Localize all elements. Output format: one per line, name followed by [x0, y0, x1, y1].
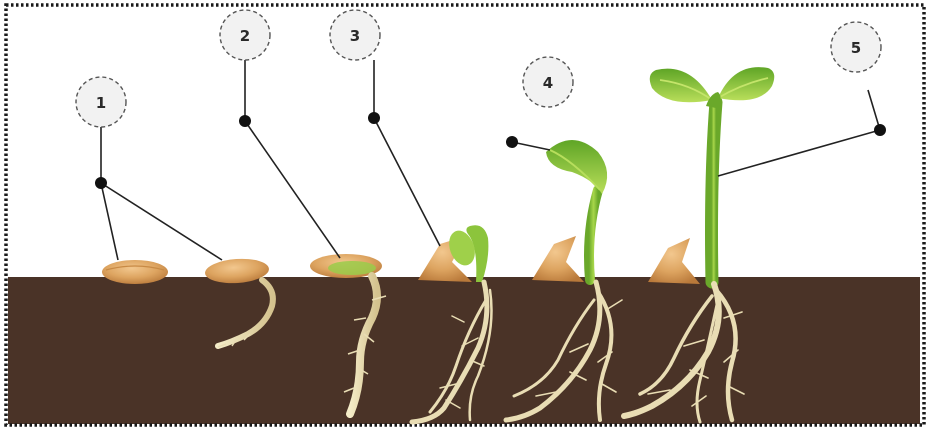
leader-dot: [239, 115, 251, 127]
leader-1a: [101, 127, 118, 260]
leader-2: [245, 60, 340, 258]
label-number: 1: [96, 94, 106, 112]
label-4: 4: [523, 57, 573, 107]
label-2: 2: [220, 10, 270, 60]
seed: [102, 260, 168, 284]
label-5: 5: [831, 22, 881, 72]
leader-1b: [101, 183, 222, 260]
leader-dot: [506, 136, 518, 148]
leader-dot: [95, 177, 107, 189]
soil: [8, 277, 920, 424]
label-3: 3: [330, 10, 380, 60]
stem: [589, 190, 598, 280]
leader-dot: [368, 112, 380, 124]
label-number: 3: [350, 27, 360, 45]
stem: [712, 102, 717, 282]
label-1: 1: [76, 77, 126, 127]
label-number: 4: [543, 74, 553, 92]
leader-dot: [874, 124, 886, 136]
leader-dots: [95, 112, 886, 189]
label-number: 5: [851, 39, 861, 57]
leader-5: [718, 90, 880, 176]
label-number: 2: [240, 27, 250, 45]
leader-3: [374, 60, 440, 246]
seed-coat: [648, 238, 700, 284]
seed-coat: [532, 236, 584, 282]
